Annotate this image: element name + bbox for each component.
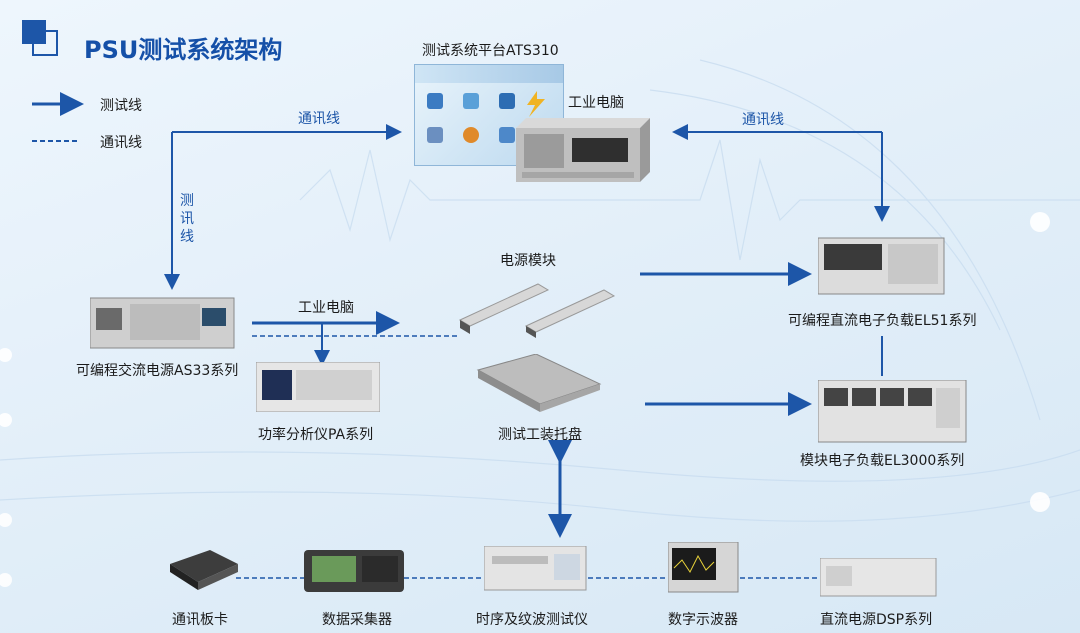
legend-test-line-label: 测试线 bbox=[100, 98, 142, 114]
title-logo bbox=[22, 20, 62, 60]
el51-load-image bbox=[817, 234, 948, 296]
oscilloscope-image bbox=[667, 541, 740, 594]
comm-card-label: 通讯板卡 bbox=[172, 612, 228, 628]
industrial-pc-image bbox=[516, 116, 650, 182]
ac-source-image bbox=[89, 294, 240, 352]
ac-source-label: 可编程交流电源AS33系列 bbox=[76, 363, 239, 379]
platform-software-image bbox=[414, 64, 564, 166]
timing-tester-image bbox=[483, 545, 588, 592]
test-line-vertical-label: 测 讯 线 bbox=[180, 193, 194, 245]
dsp-source-label: 直流电源DSP系列 bbox=[820, 612, 933, 628]
el51-load-label: 可编程直流电子负载EL51系列 bbox=[788, 313, 977, 329]
fixture-tray-label: 测试工装托盘 bbox=[498, 427, 582, 443]
ipc-mid-label: 工业电脑 bbox=[298, 300, 354, 316]
power-analyzer-image bbox=[255, 361, 381, 413]
page-title: PSU测试系统架构 bbox=[84, 36, 283, 64]
ipc-label: 工业电脑 bbox=[568, 95, 624, 111]
comm-card-image bbox=[170, 550, 238, 590]
comm-line-left-label: 通讯线 bbox=[298, 111, 340, 127]
dsp-source-image bbox=[819, 557, 938, 598]
timing-tester-label: 时序及纹波测试仪 bbox=[476, 612, 588, 628]
oscilloscope-label: 数字示波器 bbox=[668, 612, 738, 628]
platform-label: 测试系统平台ATS310 bbox=[422, 43, 559, 59]
daq-label: 数据采集器 bbox=[322, 612, 392, 628]
power-module-image bbox=[456, 274, 616, 338]
power-module-label: 电源模块 bbox=[500, 253, 556, 269]
power-analyzer-label: 功率分析仪PA系列 bbox=[258, 427, 374, 443]
daq-image bbox=[304, 548, 406, 594]
software-icons bbox=[427, 91, 545, 143]
el3000-load-image bbox=[817, 379, 968, 444]
legend-comm-line-label: 通讯线 bbox=[100, 135, 142, 151]
fixture-tray-image bbox=[474, 353, 602, 414]
comm-line-right-label: 通讯线 bbox=[742, 112, 784, 128]
el3000-load-label: 模块电子负载EL3000系列 bbox=[800, 453, 965, 469]
